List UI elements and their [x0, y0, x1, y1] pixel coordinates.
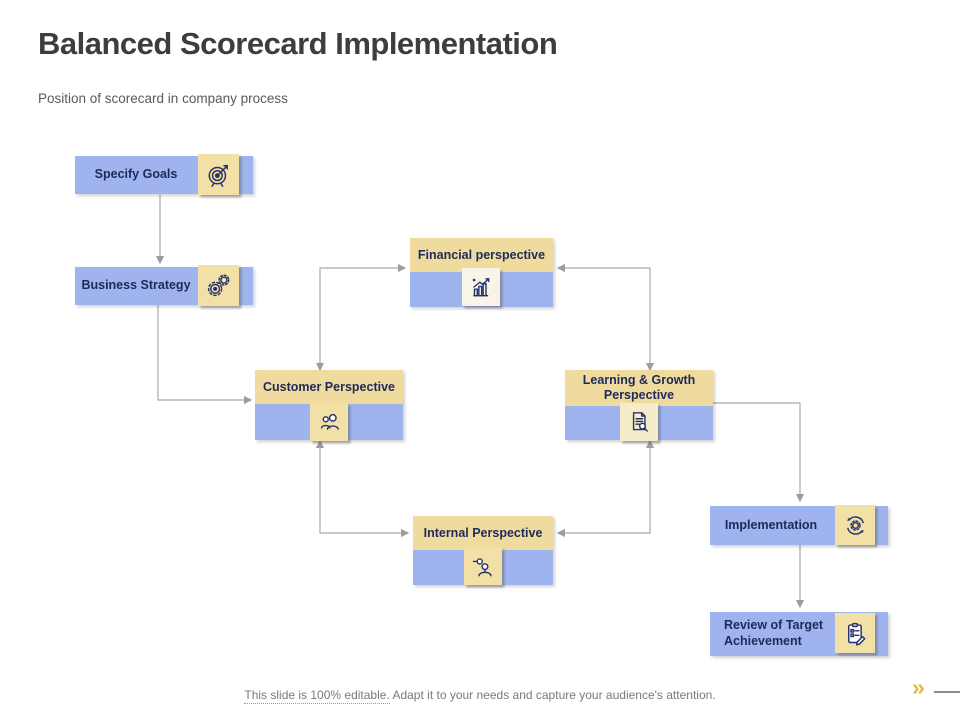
person-search-icon	[464, 547, 502, 585]
node-label: Business Strategy	[81, 278, 191, 293]
page-title: Balanced Scorecard Implementation	[38, 26, 558, 61]
target-icon	[198, 154, 239, 195]
node-label: Learning & Growth Perspective	[565, 370, 713, 406]
footer-editable-text: This slide is 100% editable.	[244, 688, 390, 704]
checklist-icon	[835, 613, 875, 653]
footer-adapt-text: Adapt it to your needs and capture your …	[392, 688, 716, 702]
node-label: Customer Perspective	[255, 370, 403, 404]
customers-icon	[310, 403, 348, 441]
slide-subtitle: Position of scorecard in company process	[38, 91, 288, 106]
node-label: Internal Perspective	[413, 516, 553, 550]
node-label: Review of Target Achievement	[724, 618, 824, 648]
node-learning-growth-perspective: Learning & Growth Perspective	[565, 370, 713, 440]
node-label: Implementation	[724, 517, 818, 532]
node-label: Specify Goals	[94, 167, 178, 182]
footer-note: This slide is 100% editable. Adapt it to…	[0, 688, 960, 704]
node-label: Financial perspective	[410, 238, 553, 272]
gears-icon	[198, 265, 239, 306]
next-slide-chevron-icon: »	[912, 674, 925, 700]
document-search-icon	[620, 403, 658, 441]
bar-chart-icon	[462, 268, 500, 306]
process-cycle-icon	[835, 505, 875, 545]
footer-accent-line	[934, 691, 960, 693]
